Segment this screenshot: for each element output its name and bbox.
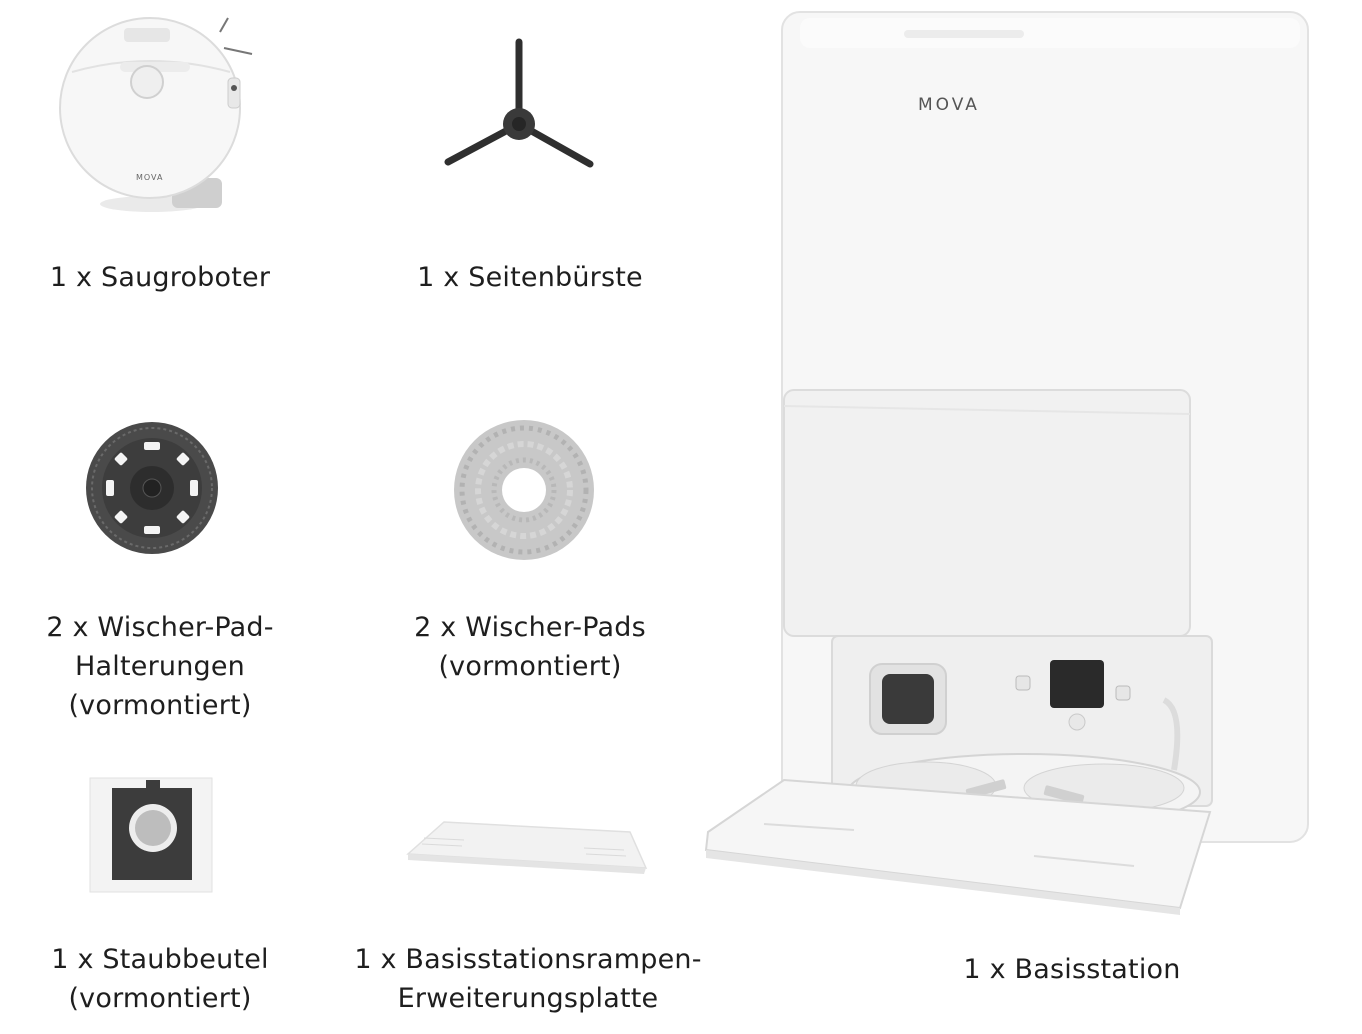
caption-line: 2 x Wischer-Pad-	[46, 612, 274, 643]
base-brand-logo: MOVA	[918, 95, 980, 115]
caption-line: 1 x Basisstation	[963, 954, 1181, 985]
caption-line: (vormontiert)	[438, 651, 622, 682]
mop-pad-image	[450, 420, 600, 565]
mop-pad-holder-image	[82, 420, 227, 555]
side-brush-icon	[444, 38, 594, 168]
caption-side-brush: 1 x Seitenbürste	[380, 258, 680, 297]
caption-robot-vacuum: 1 x Saugroboter	[10, 258, 310, 297]
caption-line: 2 x Wischer-Pads	[414, 612, 646, 643]
caption-line: 1 x Staubbeutel	[51, 944, 269, 975]
ramp-plate-image	[404, 818, 650, 880]
caption-dust-bag: 1 x Staubbeutel (vormontiert)	[10, 940, 310, 1018]
base-station-icon: MOVA	[704, 11, 1309, 915]
caption-line: 1 x Basisstationsrampen-	[354, 944, 702, 975]
robot-brand-logo: MOVA	[136, 173, 164, 182]
mop-pad-icon	[454, 420, 594, 560]
caption-mop-pad-holder: 2 x Wischer-Pad- Halterungen (vormontier…	[10, 608, 310, 725]
mop-pad-holder-icon	[86, 422, 218, 554]
caption-line: (vormontiert)	[68, 983, 252, 1014]
ramp-extension-plate-icon	[406, 821, 648, 874]
dust-bag-icon	[89, 777, 213, 893]
robot-vacuum-icon: MOVA	[59, 17, 253, 212]
dust-bag-image	[88, 776, 216, 896]
robot-vacuum-image: MOVA	[52, 10, 262, 215]
caption-base-station: 1 x Basisstation	[872, 950, 1272, 989]
side-brush-image	[440, 38, 600, 173]
caption-line: Halterungen	[75, 651, 245, 682]
caption-line: 1 x Seitenbürste	[417, 262, 643, 293]
caption-ramp-plate: 1 x Basisstationsrampen- Erweiterungspla…	[328, 940, 728, 1018]
base-station-image: MOVA	[704, 10, 1314, 915]
caption-mop-pads: 2 x Wischer-Pads (vormontiert)	[380, 608, 680, 686]
caption-line: Erweiterungsplatte	[397, 983, 659, 1014]
caption-line: 1 x Saugroboter	[49, 262, 271, 293]
caption-line: (vormontiert)	[68, 690, 252, 721]
